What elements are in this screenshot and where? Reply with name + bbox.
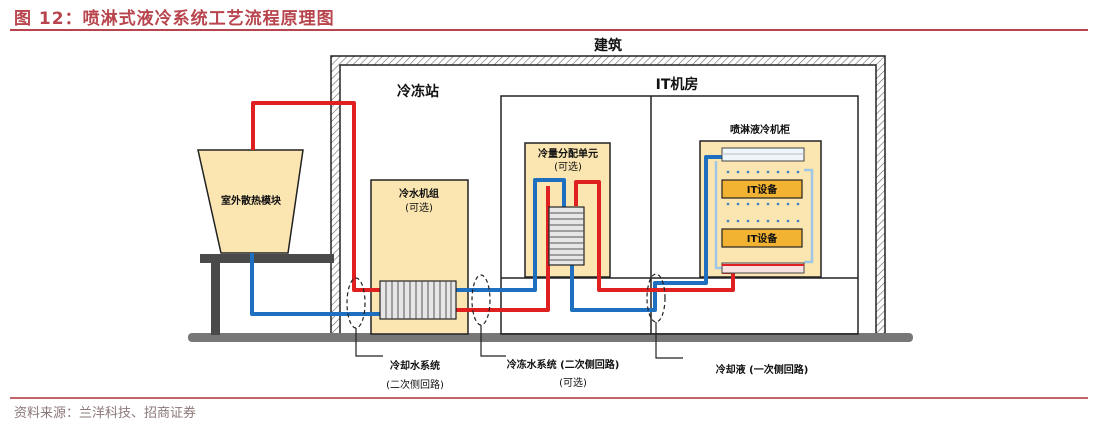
chilled-water-optional-label: (可选) [559, 376, 587, 389]
cooling-water-system-label: 冷却水系统 [390, 359, 440, 372]
it-room-box [500, 95, 859, 335]
chilled-water-system-label: 冷冻水系统 (二次侧回路) [507, 358, 620, 371]
spray-internal-pipes [714, 161, 814, 270]
callout-lines [355, 322, 683, 359]
chiller-label: 冷水机组 [399, 187, 439, 200]
ground-line [188, 333, 913, 342]
cold-pipes [250, 155, 722, 316]
outdoor-unit [197, 149, 334, 335]
it-device-1-box [721, 179, 803, 199]
it-device-2-label: IT设备 [747, 232, 779, 245]
spray-nozzles [726, 170, 800, 223]
outdoor-unit-label: 室外散热模块 [221, 194, 282, 207]
building-label: 建筑 [594, 37, 622, 54]
it-device-1-label: IT设备 [747, 183, 779, 196]
cdu-heat-exchanger [548, 206, 585, 266]
spray-cabinet-label: 喷淋液冷机柜 [730, 123, 790, 136]
it-room-label: IT机房 [656, 76, 699, 93]
coolant-loop-label: 冷却液 (一次侧回路) [716, 363, 809, 376]
chiller-optional-label: (可选) [405, 201, 433, 214]
hot-pipes [251, 101, 735, 312]
cooling-station-label: 冷冻站 [397, 83, 439, 100]
source-divider [10, 397, 1088, 399]
cooling-water-loop-label: (二次侧回路) [386, 378, 444, 391]
spray-header-top [721, 147, 805, 162]
it-device-2-box [721, 228, 803, 248]
cdu-optional-label: (可选) [554, 160, 582, 173]
source-note: 资料来源：兰洋科技、招商证券 [14, 406, 197, 421]
spray-collector-bottom [721, 262, 805, 274]
figure-title: 图 12：喷淋式液冷系统工艺流程原理图 [14, 9, 335, 29]
chiller-heat-exchanger [379, 280, 457, 320]
spray-cabinet-box [699, 140, 822, 278]
title-divider [10, 29, 1088, 31]
cdu-label: 冷量分配单元 [538, 147, 598, 160]
